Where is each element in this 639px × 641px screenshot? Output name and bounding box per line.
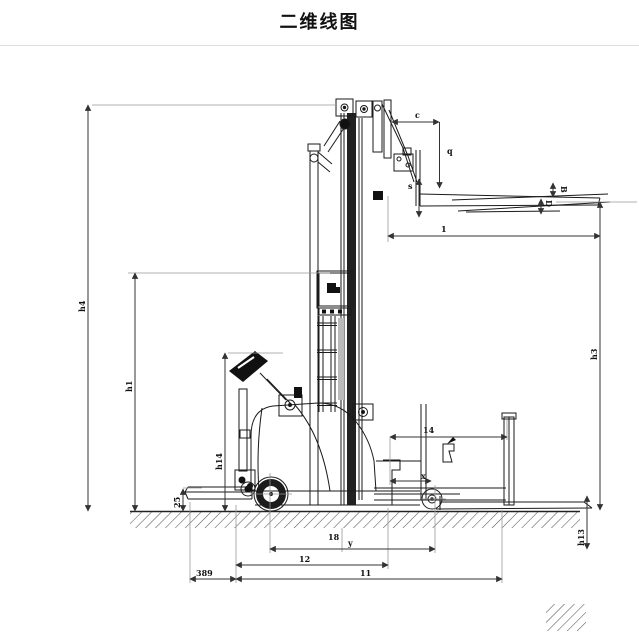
corner-hatch-swatch — [546, 604, 586, 631]
dim-label-h3: h3 — [589, 348, 599, 360]
dimension-lines — [84, 104, 604, 583]
dim-label-l1: 11 — [360, 568, 371, 578]
dim-label-fork-d: D — [544, 200, 554, 207]
dim-label-l2: 12 — [299, 554, 310, 564]
dim-label-s: s — [408, 181, 413, 191]
extension-lines — [92, 104, 637, 583]
mast — [307, 98, 374, 505]
ground-hatch — [130, 510, 586, 631]
truck-body — [184, 351, 593, 512]
dim-label-leg-height: 25 — [172, 497, 182, 508]
dim-label-rear-overhang: 389 — [196, 568, 213, 578]
dim-label-h14: h14 — [214, 453, 224, 470]
dim-label-h4: h4 — [77, 300, 87, 312]
dim-label-l8: 18 — [328, 532, 340, 542]
dim-label-q: q — [447, 146, 453, 156]
dim-label-c: c — [415, 110, 420, 120]
dim-label-y: y — [347, 538, 353, 548]
dim-label-fork-b: B — [559, 186, 569, 193]
dimension-labels: c q s 1 B D h4 h1 h14 h3 h13 25 18 y x 1… — [77, 110, 599, 578]
divider — [0, 45, 639, 46]
dim-label-l4: 14 — [423, 425, 435, 435]
dim-label-h1: h1 — [124, 381, 134, 392]
dim-label-h13: h13 — [576, 529, 586, 546]
dim-label-l: 1 — [441, 224, 447, 234]
fork-carriage — [372, 99, 611, 213]
dim-label-x: x — [421, 471, 426, 481]
page-title: 二维线图 — [279, 12, 360, 32]
